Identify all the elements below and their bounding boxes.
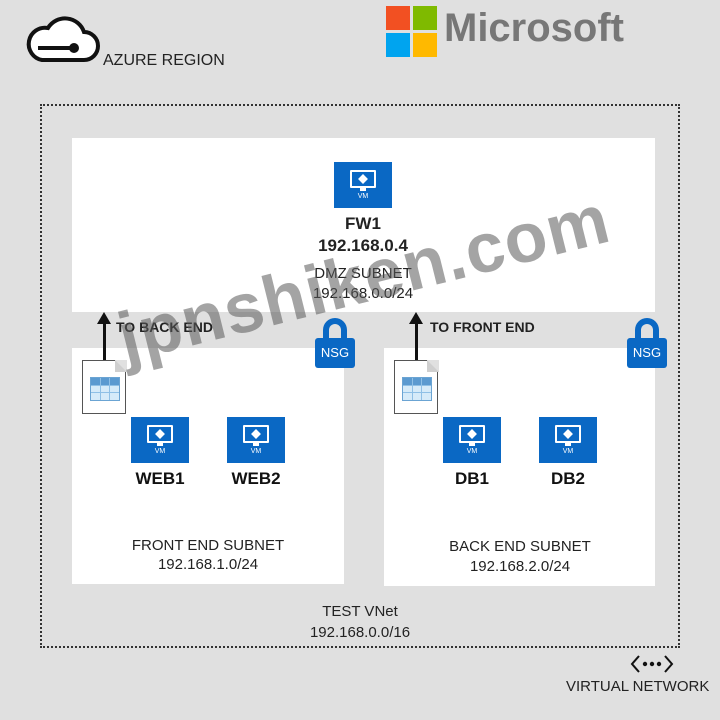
back-subnet-cidr: 192.168.2.0/24 [469, 558, 571, 575]
back-subnet-label: BACK END SUBNET [449, 538, 591, 555]
arrow-head-icon [409, 312, 423, 324]
microsoft-logo-icon [386, 6, 438, 58]
front-subnet-cidr: 192.168.1.0/24 [157, 556, 259, 573]
route-table-icon [82, 359, 127, 414]
vnet-legend-label: VIRTUAL NETWORK [566, 678, 710, 695]
arrow-to-back-end [103, 324, 106, 368]
front-subnet-label: FRONT END SUBNET [131, 537, 285, 554]
vm-icon: VM [131, 417, 189, 463]
vm-icon: VM [539, 417, 597, 463]
fw1-name: FW1 [345, 214, 381, 233]
db2-name: DB2 [550, 469, 585, 488]
arrow-to-front-end [415, 324, 418, 368]
region-label: AZURE REGION [103, 52, 225, 69]
vm-icon: VM [334, 162, 392, 208]
back-arrow-label: TO FRONT END [430, 319, 535, 335]
front-arrow-label: TO BACK END [116, 319, 213, 335]
route-table-icon [394, 359, 439, 414]
db1-name: DB1 [454, 469, 489, 488]
fw1-ip: 192.168.0.4 [318, 236, 408, 255]
virtual-network-icon [630, 655, 674, 673]
vm-icon: VM [443, 417, 501, 463]
vnet-boundary [40, 104, 680, 648]
dmz-subnet-cidr: 192.168.0.0/24 [312, 285, 414, 302]
cloud-icon [26, 16, 100, 62]
dmz-subnet-label: DMZ SUBNET [314, 265, 412, 282]
arrow-head-icon [97, 312, 111, 324]
vnet-name: TEST VNet [322, 603, 398, 620]
vnet-cidr: 192.168.0.0/16 [309, 624, 411, 641]
nsg-lock-icon: NSG [315, 318, 355, 372]
web2-name: WEB2 [231, 469, 281, 488]
nsg-lock-icon: NSG [627, 318, 667, 372]
web1-name: WEB1 [135, 469, 185, 488]
vm-icon: VM [227, 417, 285, 463]
brand-name: Microsoft [444, 6, 624, 50]
